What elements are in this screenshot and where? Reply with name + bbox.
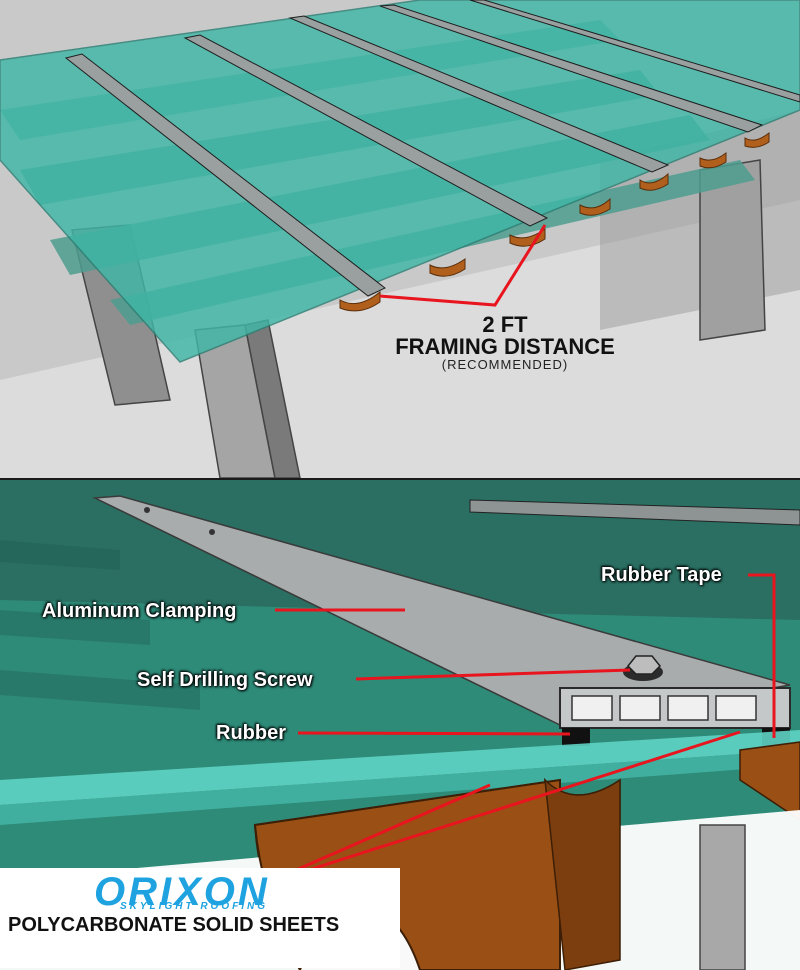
rubber-tape-label: Rubber Tape: [601, 564, 722, 586]
support-post: [71, 159, 766, 478]
rubber-label: Rubber: [216, 722, 286, 744]
framing-distance-line: [379, 224, 547, 307]
rafter-ends: [339, 131, 770, 312]
aluminum-clamp-strips: [64, 0, 800, 297]
framing-distance-note: (RECOMMENDED): [441, 357, 569, 372]
aluminum-clamping-label: Aluminum Clamping: [42, 600, 237, 622]
clamp-detail-panel: Aluminum Clamping Self Drilling Screw Ru…: [0, 480, 800, 970]
clamp-end-profile: [559, 687, 791, 746]
pergola-illustration: [0, 0, 800, 478]
logo-tagline: SKYLIGHT ROOFING: [120, 901, 268, 912]
framing-distance-value: 2 FT: [482, 312, 528, 337]
product-line-title: POLYCARBONATE SOLID SHEETS: [8, 914, 340, 936]
framing-overview-panel: 2 FT FRAMING DISTANCE (RECOMMENDED): [0, 0, 800, 478]
polycarbonate-sheet-edge: [0, 730, 800, 805]
self-drilling-screw: [623, 655, 663, 681]
aluminum-clamp: [92, 495, 791, 726]
orixon-logo-icon: ORIXON: [94, 870, 270, 914]
self-drilling-screw-label: Self Drilling Screw: [137, 669, 313, 691]
framing-distance-title: FRAMING DISTANCE: [395, 334, 615, 359]
polycarbonate-sheet: [0, 0, 800, 363]
brand-area: [0, 868, 400, 968]
clamp-detail-illustration: [0, 480, 800, 970]
